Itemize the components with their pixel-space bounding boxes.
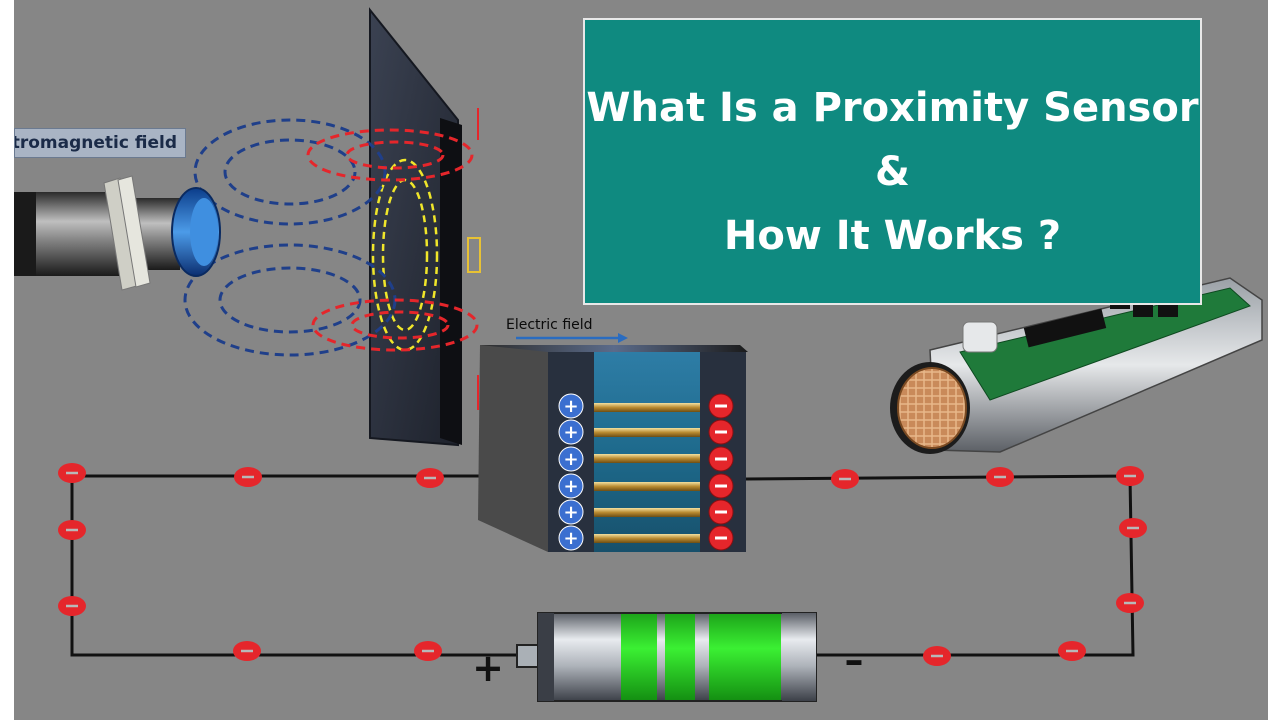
svg-text:+: + (563, 528, 578, 549)
svg-text:+: + (563, 422, 578, 443)
eddy-current-loops (371, 158, 439, 352)
electromagnetic-field-loops (183, 118, 397, 357)
title-line-3: How It Works ? (723, 213, 1062, 259)
wire-electron-dashes (66, 471, 1139, 658)
plate-bracket (467, 237, 481, 273)
right-border (1268, 0, 1280, 720)
electromagnetic-field-label: tromagnetic field (14, 128, 186, 158)
title-line-1: What Is a Proximity Sensor (586, 85, 1199, 131)
svg-text:+: + (563, 449, 578, 470)
battery-plus-sign: + (472, 646, 504, 690)
red-field-rings (306, 128, 479, 352)
svg-text:+: + (563, 476, 578, 497)
electric-field-arrowhead (618, 333, 628, 343)
capacitor-rods (594, 403, 700, 543)
left-border (0, 0, 14, 720)
negative-charge-dashes (715, 404, 727, 540)
svg-text:+: + (563, 502, 578, 523)
title-panel: What Is a Proximity Sensor & How It Work… (583, 18, 1202, 305)
positive-charges: + + + + + + (558, 393, 584, 551)
capacitor-block (478, 345, 748, 552)
svg-text:+: + (563, 396, 578, 417)
battery-minus-sign: – (844, 638, 864, 682)
pcb-sensor (890, 277, 1263, 454)
battery-charge-level (621, 614, 781, 700)
metal-target-plate (369, 7, 462, 447)
inductive-sensor (14, 175, 221, 291)
title-line-2: & (875, 149, 910, 195)
electric-field-label: Electric field (506, 317, 593, 333)
